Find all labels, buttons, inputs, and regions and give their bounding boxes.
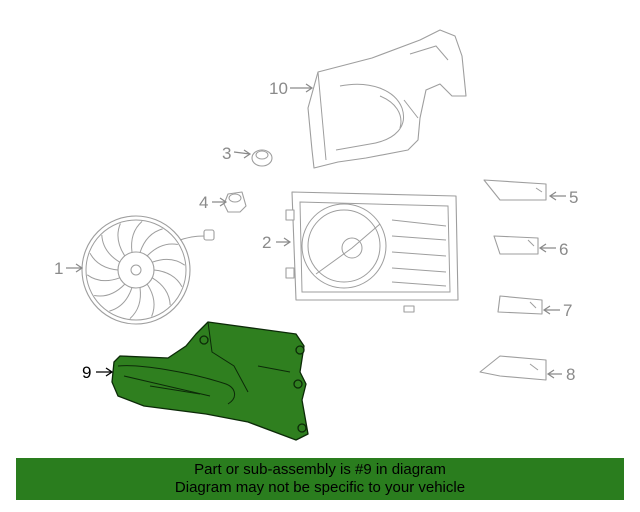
- banner-line-disclaimer: Diagram may not be specific to your vehi…: [174, 479, 466, 496]
- fan-blade: [146, 243, 178, 257]
- leader-lines: [66, 83, 566, 379]
- exploded-parts-diagram: [66, 29, 566, 441]
- fan-blade: [139, 228, 163, 253]
- fan-blade: [151, 277, 171, 306]
- fan-blade: [109, 287, 133, 312]
- callout-7: 7: [563, 301, 573, 320]
- fan-blade: [86, 274, 120, 282]
- part-2-shroud-frame[interactable]: [285, 191, 459, 313]
- part-6-seal[interactable]: [493, 235, 539, 255]
- fan-blade: [152, 258, 186, 266]
- callout-2: 2: [262, 233, 272, 252]
- callout-4: 4: [199, 193, 209, 212]
- part-1-fan[interactable]: [81, 215, 215, 325]
- fan-blade: [146, 283, 155, 317]
- part-7-seal[interactable]: [497, 295, 543, 315]
- callout-3: 3: [222, 144, 232, 163]
- callout-9-highlighted: 9: [82, 363, 92, 382]
- callout-8: 8: [566, 365, 576, 384]
- callout-6: 6: [559, 240, 569, 259]
- fan-blade: [131, 221, 143, 253]
- part-info-banner: Part or sub-assembly is #9 in diagram Di…: [16, 458, 624, 500]
- part-4-mount[interactable]: [223, 191, 247, 213]
- callout-1: 1: [54, 259, 64, 278]
- fan-blades: [86, 221, 186, 319]
- part-8-seal[interactable]: [479, 355, 547, 381]
- fan-blade: [101, 234, 121, 263]
- fan-blade: [94, 283, 126, 297]
- part-5-seal[interactable]: [483, 179, 547, 201]
- fan-blade: [89, 252, 119, 271]
- part-10-air-duct[interactable]: [307, 29, 467, 169]
- fan-blade: [117, 223, 126, 257]
- banner-line-part-number: Part or sub-assembly is #9 in diagram: [194, 461, 446, 478]
- part-3-grommet[interactable]: [251, 149, 273, 167]
- callout-5: 5: [569, 188, 579, 207]
- part-9-air-guide-highlighted[interactable]: [111, 321, 309, 441]
- fan-blade: [129, 287, 141, 319]
- callout-10: 10: [269, 79, 288, 98]
- fan-blade: [153, 269, 183, 288]
